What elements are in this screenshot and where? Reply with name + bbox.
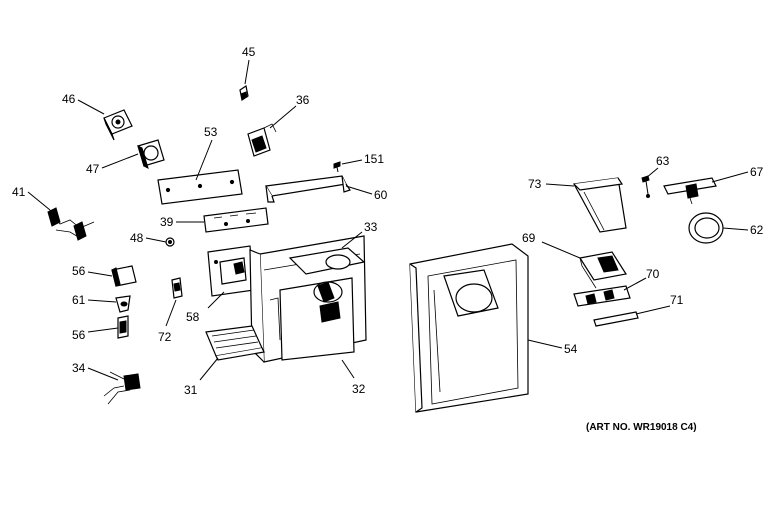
part-48-nut xyxy=(165,237,175,247)
part-56-box-upper xyxy=(111,265,137,287)
label-151: 151 xyxy=(364,152,384,166)
leader-47 xyxy=(101,153,139,169)
label-60: 60 xyxy=(374,188,388,202)
label-47: 47 xyxy=(86,162,100,176)
label-33: 33 xyxy=(364,220,378,234)
label-56a: 56 xyxy=(72,264,86,278)
leader-70 xyxy=(623,277,647,291)
part-33-funnel-assembly xyxy=(288,247,366,323)
part-45-clip xyxy=(239,85,249,101)
leader-62 xyxy=(722,227,749,231)
part-73-chute xyxy=(573,177,627,233)
leader-67 xyxy=(711,171,749,183)
part-71-rod xyxy=(593,311,639,327)
label-73: 73 xyxy=(528,177,542,191)
leader-56b xyxy=(87,327,119,333)
part-36-switch xyxy=(247,123,277,157)
label-53: 53 xyxy=(204,125,218,139)
label-62: 62 xyxy=(750,223,764,237)
leader-32 xyxy=(341,359,355,379)
part-47-bracket xyxy=(137,139,165,169)
part-46-control-knob xyxy=(103,109,133,141)
label-32: 32 xyxy=(352,382,366,396)
part-69-flap xyxy=(579,251,627,289)
label-71: 71 xyxy=(670,293,684,307)
part-54-door-panel xyxy=(409,243,529,413)
leader-72 xyxy=(165,299,177,327)
leader-63 xyxy=(645,167,659,179)
part-41-wire-harness xyxy=(47,207,95,241)
part-31-drip-tray xyxy=(205,325,265,361)
label-70: 70 xyxy=(646,267,660,281)
label-56b: 56 xyxy=(72,328,86,342)
label-41: 41 xyxy=(12,185,26,199)
leader-33 xyxy=(341,231,363,249)
leader-56a xyxy=(87,271,113,277)
label-39: 39 xyxy=(160,215,174,229)
leader-61 xyxy=(87,299,117,303)
leader-69 xyxy=(541,241,581,259)
part-63-screw xyxy=(641,175,650,198)
label-45: 45 xyxy=(242,45,256,59)
part-61-cone xyxy=(115,295,131,313)
leader-54 xyxy=(527,339,563,349)
part-56-socket xyxy=(117,315,129,339)
part-72-tab xyxy=(171,277,183,299)
label-34: 34 xyxy=(72,361,86,375)
part-70-actuator xyxy=(573,285,631,307)
label-54: 54 xyxy=(564,342,578,356)
leader-31 xyxy=(199,357,219,381)
leader-73 xyxy=(545,183,575,187)
label-46: 46 xyxy=(62,92,76,106)
art-number-caption: (ART NO. WR19018 C4) xyxy=(586,422,697,433)
part-151-screw xyxy=(333,161,341,173)
part-58-housing xyxy=(207,245,255,297)
leader-60 xyxy=(345,185,373,195)
leader-46 xyxy=(77,99,105,115)
part-39-control-board xyxy=(203,207,269,233)
leader-34 xyxy=(87,367,119,381)
part-67-bracket xyxy=(663,177,717,205)
leader-58 xyxy=(207,291,225,309)
leader-48 xyxy=(145,237,167,243)
label-31: 31 xyxy=(184,383,198,397)
label-36: 36 xyxy=(296,93,310,107)
part-53-plate xyxy=(157,169,243,205)
leader-36 xyxy=(269,105,297,129)
leader-151 xyxy=(341,159,363,165)
label-72: 72 xyxy=(158,330,172,344)
label-67: 67 xyxy=(750,165,764,179)
label-63: 63 xyxy=(656,154,670,168)
part-34-wires xyxy=(103,371,141,405)
label-69: 69 xyxy=(522,231,536,245)
leader-45 xyxy=(244,59,250,85)
label-58: 58 xyxy=(186,310,200,324)
leader-71 xyxy=(635,305,671,315)
label-61: 61 xyxy=(72,293,86,307)
leader-53 xyxy=(195,139,213,181)
part-60-handle-bracket xyxy=(265,175,351,203)
label-48: 48 xyxy=(130,231,144,245)
part-62-ring xyxy=(688,212,724,244)
leader-41 xyxy=(27,191,51,211)
